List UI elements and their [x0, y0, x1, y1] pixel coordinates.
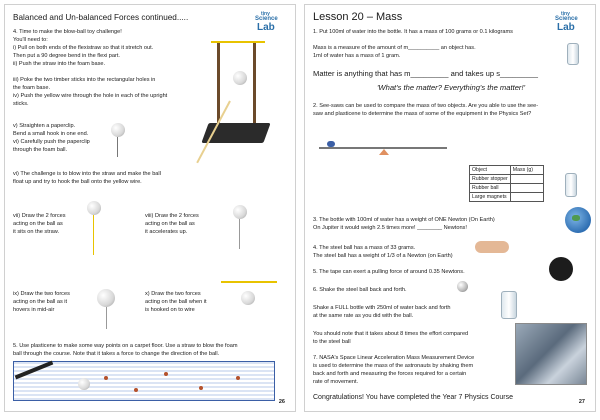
draw-prompt: is hooked on to wire [145, 307, 195, 313]
section-line: 5. The tape can exert a pulling force of… [313, 269, 465, 275]
section-line: saw and plasticene to determine the mass… [313, 111, 532, 117]
table-cell: Rubber stopper [469, 174, 511, 184]
logo-lab: Lab [257, 22, 275, 33]
draw-prompt: it sits on the straw. [13, 229, 60, 235]
table-cell-input[interactable] [509, 192, 544, 202]
astronaut-photo [515, 323, 587, 385]
table-cell: Rubber ball [469, 183, 511, 193]
paperclip-image [106, 307, 107, 329]
section-line: rate of movement. [313, 379, 359, 385]
draw-prompt: ix) Draw the two forces [13, 291, 70, 297]
section-line: at the same rate as you did with the bal… [313, 313, 414, 319]
section-line: 1ml of water has a mass of 1 gram. [313, 53, 401, 59]
tape-roll-image [549, 257, 573, 281]
section-line: The steel ball has a weight of 1/3 of a … [313, 253, 453, 259]
step-line: iv) Push the yellow wire through the hol… [13, 93, 168, 99]
challenge-line: float up and try to hook the ball onto t… [13, 179, 142, 185]
mass-table: Object Mass (g) Rubber stopper Rubber ba… [469, 165, 544, 202]
draw-prompt: acting on the ball as [145, 221, 195, 227]
step-line: sticks. [13, 101, 29, 107]
section-line: back and forth and measuring the forces … [313, 371, 467, 377]
challenge-line: vi) The challenge is to blow into the st… [13, 171, 161, 177]
tiny-science-lab-logo: tiny Science Lab [553, 11, 591, 35]
ball-image [97, 289, 115, 307]
right-page: Lesson 20 – Mass tiny Science Lab 1. Put… [304, 4, 596, 412]
water-bottle-image [565, 173, 577, 197]
course-line: 5. Use plasticene to make some way point… [13, 343, 238, 349]
page-title: Balanced and Un-balanced Forces continue… [13, 13, 189, 22]
full-bottle-image [501, 291, 517, 319]
course-line: ball through the course. Note that it ta… [13, 351, 220, 357]
ball-image [233, 205, 247, 219]
step-line: vi) Carefully push the paperclip [13, 139, 90, 145]
water-bottle-image [567, 43, 579, 65]
tiny-science-lab-logo: tiny Science Lab [253, 11, 291, 35]
intro-line: You'll need to: [13, 37, 48, 43]
section-line: 3. The bottle with 100ml of water has a … [313, 217, 495, 223]
straw-image [93, 215, 94, 255]
section-line: 7. NASA's Space Linear Acceleration Mass… [313, 355, 475, 361]
section-line: 1. Put 100ml of water into the bottle. I… [313, 29, 513, 35]
draw-prompt: acting on the ball as [13, 221, 63, 227]
section-line: 4. The steel ball has a mass of 33 grams… [313, 245, 416, 251]
matter-quote: 'What's the matter? Everything's the mat… [376, 83, 526, 92]
draw-prompt: viii) Draw the 2 forces [145, 213, 199, 219]
intro-line: Then put a 90 degree bend in the flexi p… [13, 53, 120, 59]
draw-prompt: vii) Draw the 2 forces [13, 213, 66, 219]
section-line: You should note that it takes about 8 ti… [313, 331, 469, 337]
table-row: Rubber ball [469, 183, 544, 193]
logo-science: Science [255, 16, 278, 22]
congratulations-message: Congratulations! You have completed the … [313, 394, 514, 401]
step-line: Bend a small hook in one end. [13, 131, 89, 137]
table-row: Rubber stopper [469, 174, 544, 184]
logo-science: Science [555, 16, 578, 22]
ball-image [241, 291, 255, 305]
paperclip-image [117, 137, 118, 157]
carpet-course-image [13, 360, 275, 401]
section-line: On Jupiter it would weigh 2.5 times more… [313, 225, 467, 231]
intro-line: i) Pull on both ends of the flexistraw s… [13, 45, 154, 51]
steel-ball-image [457, 281, 468, 292]
section-line: is used to determine the mass of the ast… [313, 363, 474, 369]
hand-image [475, 241, 509, 253]
table-row: Large magnets [469, 192, 544, 202]
table-cell: Large magnets [469, 192, 511, 202]
page-number: 27 [578, 399, 585, 405]
section-line: to the steel ball [313, 339, 351, 345]
logo-lab: Lab [557, 22, 575, 33]
step-line: through the foam ball. [13, 147, 68, 153]
logo-tiny: tiny [561, 11, 570, 17]
step-line: iii) Poke the two timber sticks into the… [13, 77, 156, 83]
draw-prompt: hovers in mid-air [13, 307, 55, 313]
draw-prompt: x) Draw the two forces [145, 291, 201, 297]
paperclip-image [239, 219, 240, 249]
table-header: Object [469, 165, 511, 175]
foam-ball-image [111, 123, 125, 137]
step-line: v) Straighten a paperclip. [13, 123, 76, 129]
section-line: 6. Shake the steel ball back and forth. [313, 287, 407, 293]
page-title: Lesson 20 – Mass [313, 11, 403, 23]
yellow-wire-image [221, 281, 277, 283]
ball-image [87, 201, 101, 215]
section-line: 2. See-saws can be used to compare the m… [313, 103, 539, 109]
section-line: Mass is a measure of the amount of m____… [313, 45, 476, 51]
table-header-row: Object Mass (g) [469, 165, 544, 175]
table-cell-input[interactable] [509, 183, 544, 193]
intro-line: 4. Time to make the blow-ball toy challe… [13, 29, 122, 35]
draw-prompt: it accelerates up. [145, 229, 188, 235]
table-cell-input[interactable] [509, 174, 544, 184]
step-line: the foam base. [13, 85, 51, 91]
intro-line: ii) Push the straw into the foam base. [13, 61, 106, 67]
draw-prompt: acting on the ball when it [145, 299, 207, 305]
left-page: Balanced and Un-balanced Forces continue… [4, 4, 296, 412]
table-header: Mass (g) [509, 165, 544, 175]
section-line: Shake a FULL bottle with 250ml of water … [313, 305, 451, 311]
matter-definition: Matter is anything that has m_________ a… [313, 69, 539, 78]
logo-tiny: tiny [261, 11, 270, 17]
earth-image [565, 207, 591, 233]
page-number: 26 [278, 399, 285, 405]
draw-prompt: acting on the ball as it [13, 299, 68, 305]
